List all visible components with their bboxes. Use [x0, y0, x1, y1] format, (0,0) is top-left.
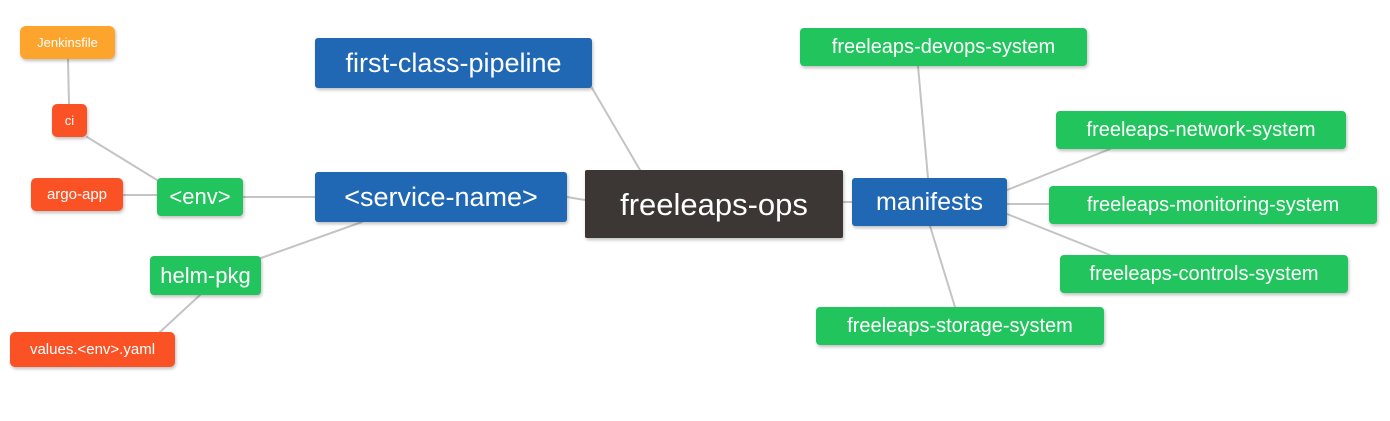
node-jenkinsfile[interactable]: Jenkinsfile: [20, 26, 115, 59]
node-label: Jenkinsfile: [37, 35, 98, 50]
node-service-name[interactable]: <service-name>: [315, 172, 567, 222]
node-first-class-pipeline[interactable]: first-class-pipeline: [315, 38, 592, 88]
edge-first_class_pipeline-to-root: [591, 87, 641, 171]
node-label: freeleaps-monitoring-system: [1086, 194, 1340, 216]
node-manifests[interactable]: manifests: [852, 178, 1007, 226]
edge-manifests-to-devops_system: [917, 65, 929, 179]
edge-values_yaml-to-helm_pkg: [159, 294, 201, 333]
node-label: first-class-pipeline: [345, 47, 562, 78]
edge-manifests-to-storage_system: [929, 225, 956, 308]
node-freeleaps-ops[interactable]: freeleaps-ops: [585, 170, 843, 238]
node-freeleaps-monitoring-system[interactable]: freeleaps-monitoring-system: [1049, 186, 1377, 224]
node-label: manifests: [876, 187, 983, 216]
edge-helm_pkg-to-service_name: [260, 221, 363, 259]
node-env[interactable]: <env>: [157, 178, 243, 216]
node-label: <env>: [169, 184, 231, 209]
node-label: freeleaps-ops: [620, 186, 808, 222]
node-label: helm-pkg: [160, 262, 251, 288]
node-freeleaps-storage-system[interactable]: freeleaps-storage-system: [816, 307, 1104, 345]
edge-service_name-to-root: [566, 196, 586, 201]
node-freeleaps-devops-system[interactable]: freeleaps-devops-system: [800, 28, 1087, 66]
edge-ci-to-env: [86, 136, 158, 181]
edge-jenkinsfile-to-ci: [67, 58, 70, 105]
node-values-env-yaml[interactable]: values.<env>.yaml: [10, 332, 175, 367]
node-freeleaps-controls-system[interactable]: freeleaps-controls-system: [1060, 255, 1348, 293]
node-label: freeleaps-devops-system: [831, 36, 1056, 58]
node-label: freeleaps-network-system: [1086, 119, 1316, 141]
node-ci[interactable]: ci: [52, 104, 87, 137]
node-freeleaps-network-system[interactable]: freeleaps-network-system: [1056, 111, 1346, 149]
edge-manifests-to-network_system: [1006, 148, 1111, 191]
node-label: values.<env>.yaml: [29, 341, 156, 358]
node-helm-pkg[interactable]: helm-pkg: [150, 256, 261, 295]
node-label: freeleaps-storage-system: [847, 315, 1073, 337]
node-label: ci: [64, 113, 75, 128]
node-label: argo-app: [46, 186, 108, 203]
node-label: <service-name>: [344, 181, 538, 212]
node-argo-app[interactable]: argo-app: [31, 178, 123, 211]
node-label: freeleaps-controls-system: [1089, 263, 1319, 285]
